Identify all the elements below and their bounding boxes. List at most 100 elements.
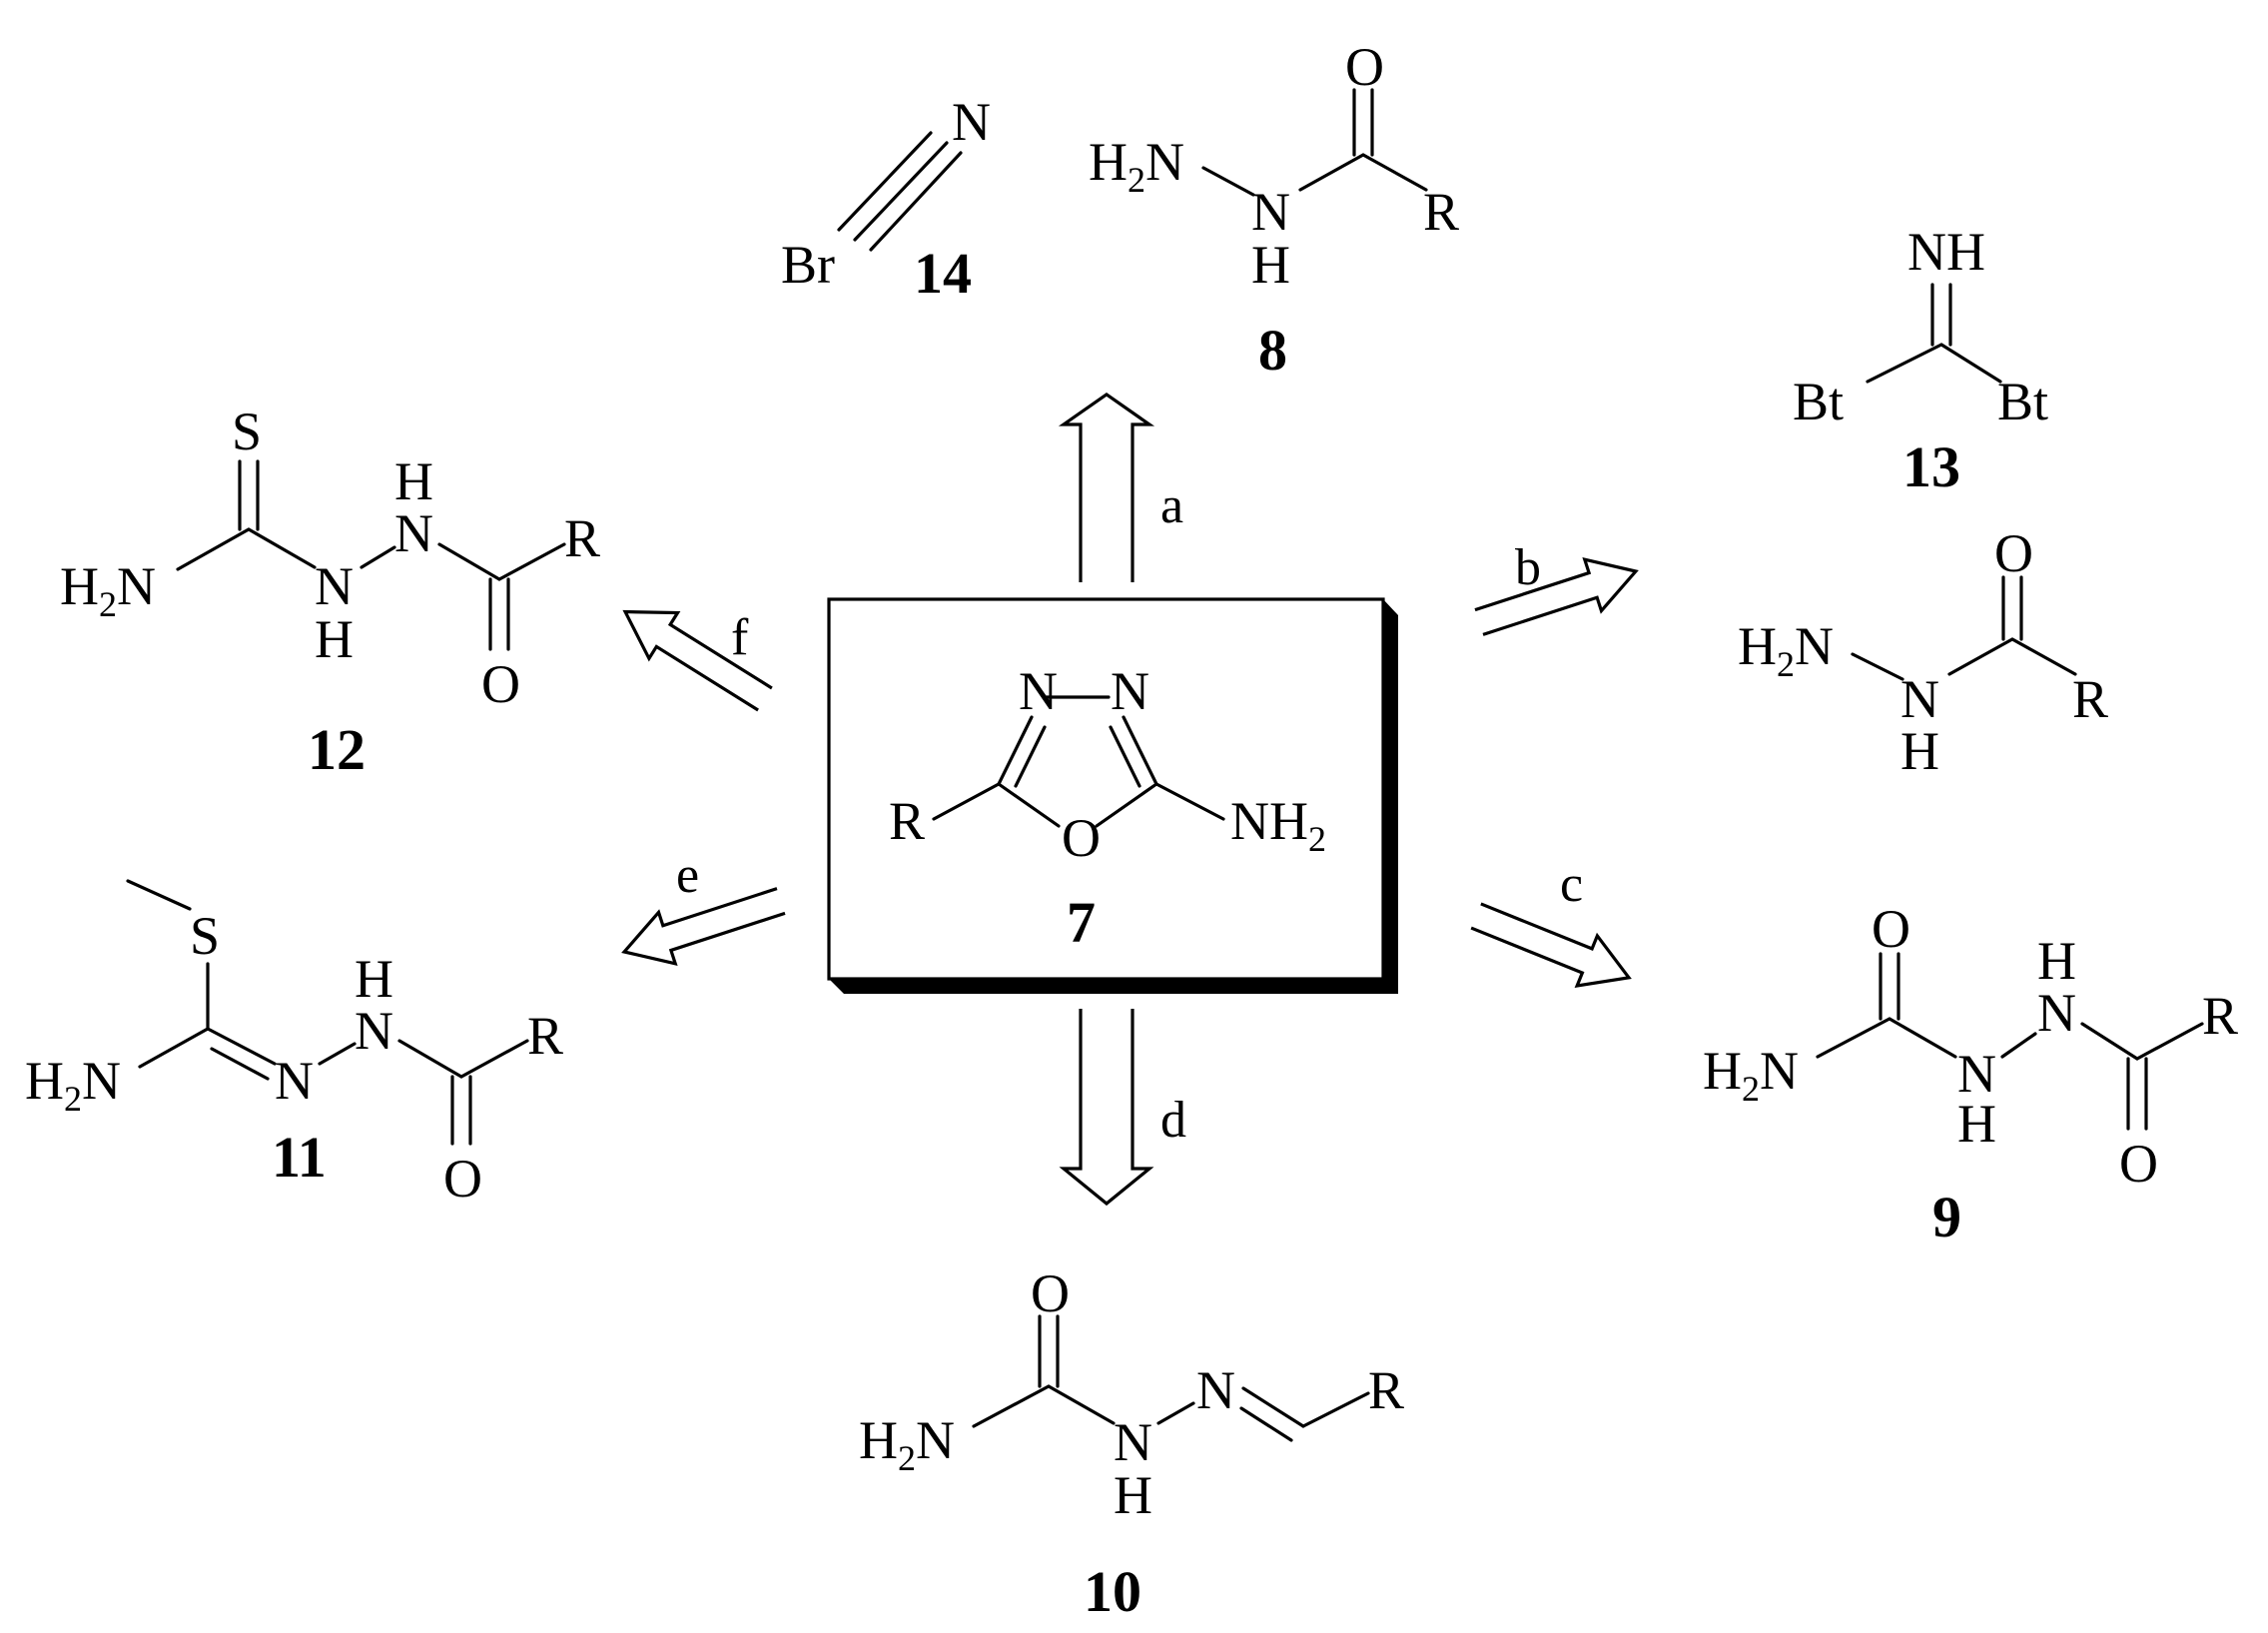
atom-h: H xyxy=(355,949,393,1009)
atom-h2n: H2N xyxy=(1089,132,1184,200)
compound-number-13: 13 xyxy=(1902,434,1960,499)
central-box xyxy=(827,597,1398,994)
atom-h2n: H2N xyxy=(60,556,156,624)
atom-n: N xyxy=(1114,1412,1152,1472)
atom-n: N xyxy=(275,1051,314,1111)
subscript-2: 2 xyxy=(64,1079,82,1119)
atom-h: H xyxy=(315,609,354,669)
subscript-2: 2 xyxy=(1128,160,1145,200)
compound-number-7: 7 xyxy=(1067,890,1096,955)
atom-r: R xyxy=(2202,986,2238,1046)
atom-r: R xyxy=(564,508,600,568)
n-text: N xyxy=(117,556,156,616)
h-text: H xyxy=(1738,616,1777,676)
arrow-d: d xyxy=(1059,1009,1186,1207)
atom-r: R xyxy=(1423,182,1459,242)
compound-9: H2N O N H N H O R 9 xyxy=(1703,899,2238,1249)
compound-7: N N O R NH2 7 xyxy=(889,661,1326,955)
atom-r: R xyxy=(2072,669,2108,729)
n-text: N xyxy=(1145,132,1184,192)
atom-n: N xyxy=(1019,661,1058,721)
atom-n: N xyxy=(952,92,991,152)
h-text: H xyxy=(1089,132,1128,192)
compound-number-12: 12 xyxy=(308,717,366,782)
nh2-text: NH xyxy=(1230,791,1308,851)
arrow-c xyxy=(1470,902,1632,989)
atom-r: R xyxy=(527,1006,563,1066)
compound-11: S H2N N N H O R 11 xyxy=(25,879,563,1209)
compound-12: S H2N N H N H O R 12 xyxy=(60,402,600,782)
atom-o: O xyxy=(1062,808,1101,868)
compound-number-10: 10 xyxy=(1084,1559,1141,1624)
atom-r: R xyxy=(1368,1360,1404,1420)
h-text: H xyxy=(60,556,99,616)
compound-number-11: 11 xyxy=(272,1125,327,1190)
atom-h: H xyxy=(394,451,433,511)
atom-n: N xyxy=(394,503,433,563)
atom-n: N xyxy=(1251,182,1290,242)
atom-bt: Bt xyxy=(1793,372,1844,431)
compound-14: N Br 14 xyxy=(781,92,991,306)
atom-br: Br xyxy=(781,235,835,295)
subscript-2: 2 xyxy=(898,1438,916,1478)
compound-number-14: 14 xyxy=(914,241,972,306)
atom-n: N xyxy=(1900,669,1939,729)
n-text: N xyxy=(916,1410,955,1470)
subscript-2: 2 xyxy=(1777,644,1795,684)
atom-s: S xyxy=(232,402,262,461)
n-text: N xyxy=(82,1051,121,1111)
atom-n: N xyxy=(355,1001,393,1061)
subscript-2: 2 xyxy=(99,584,117,624)
atom-o: O xyxy=(1345,37,1384,97)
arrow-f xyxy=(622,609,773,712)
atom-n: N xyxy=(1196,1360,1235,1420)
atom-h: H xyxy=(2037,931,2076,991)
atom-bt: Bt xyxy=(1997,372,2048,431)
route-label-f: f xyxy=(731,609,749,666)
compound-8: H2N N H O R 8 xyxy=(1089,37,1459,383)
atom-h: H xyxy=(1957,1094,1996,1154)
atom-h: H xyxy=(1114,1465,1152,1525)
route-label-e: e xyxy=(676,847,699,904)
compound-13: NH Bt Bt 13 xyxy=(1793,222,2048,499)
n-text: N xyxy=(1795,616,1834,676)
atom-o: O xyxy=(1872,899,1910,959)
atom-h2n: H2N xyxy=(859,1410,955,1478)
compound-number-9: 9 xyxy=(1932,1185,1961,1249)
atom-o: O xyxy=(1994,523,2033,583)
h-text: H xyxy=(1703,1041,1742,1101)
h-text: H xyxy=(859,1410,898,1470)
atom-nh2: NH2 xyxy=(1230,791,1326,859)
arrow-e xyxy=(621,887,786,966)
box-frame xyxy=(827,597,1385,981)
atom-o: O xyxy=(443,1149,482,1209)
compound-10: H2N O N H N R 10 xyxy=(859,1263,1404,1624)
arrow-a: a xyxy=(1058,393,1183,582)
n-text: N xyxy=(1760,1041,1799,1101)
atom-n: N xyxy=(315,556,354,616)
atom-h: H xyxy=(1900,721,1939,781)
atom-o: O xyxy=(1031,1263,1070,1323)
atom-h2n: H2N xyxy=(1738,616,1834,684)
atom-o: O xyxy=(481,654,520,714)
route-label-d: d xyxy=(1160,1092,1186,1149)
route-label-b: b xyxy=(1515,539,1541,596)
h-text: H xyxy=(25,1051,64,1111)
subscript-2: 2 xyxy=(1742,1069,1760,1109)
atom-r: R xyxy=(889,791,925,851)
atom-o: O xyxy=(2119,1134,2158,1194)
atom-n: N xyxy=(1957,1044,1996,1104)
arrow-b xyxy=(1474,557,1639,636)
atom-h: H xyxy=(1251,235,1290,295)
hydrazide-route-b: H2N N H O R xyxy=(1738,523,2108,781)
subscript-2: 2 xyxy=(1308,819,1326,859)
route-label-a: a xyxy=(1160,477,1183,534)
atom-n: N xyxy=(2037,983,2076,1043)
atom-nh: NH xyxy=(1907,222,1985,282)
compound-number-8: 8 xyxy=(1258,318,1287,383)
atom-s: S xyxy=(190,906,220,966)
atom-h2n: H2N xyxy=(25,1051,121,1119)
atom-h2n: H2N xyxy=(1703,1041,1799,1109)
route-label-c: c xyxy=(1560,856,1583,913)
